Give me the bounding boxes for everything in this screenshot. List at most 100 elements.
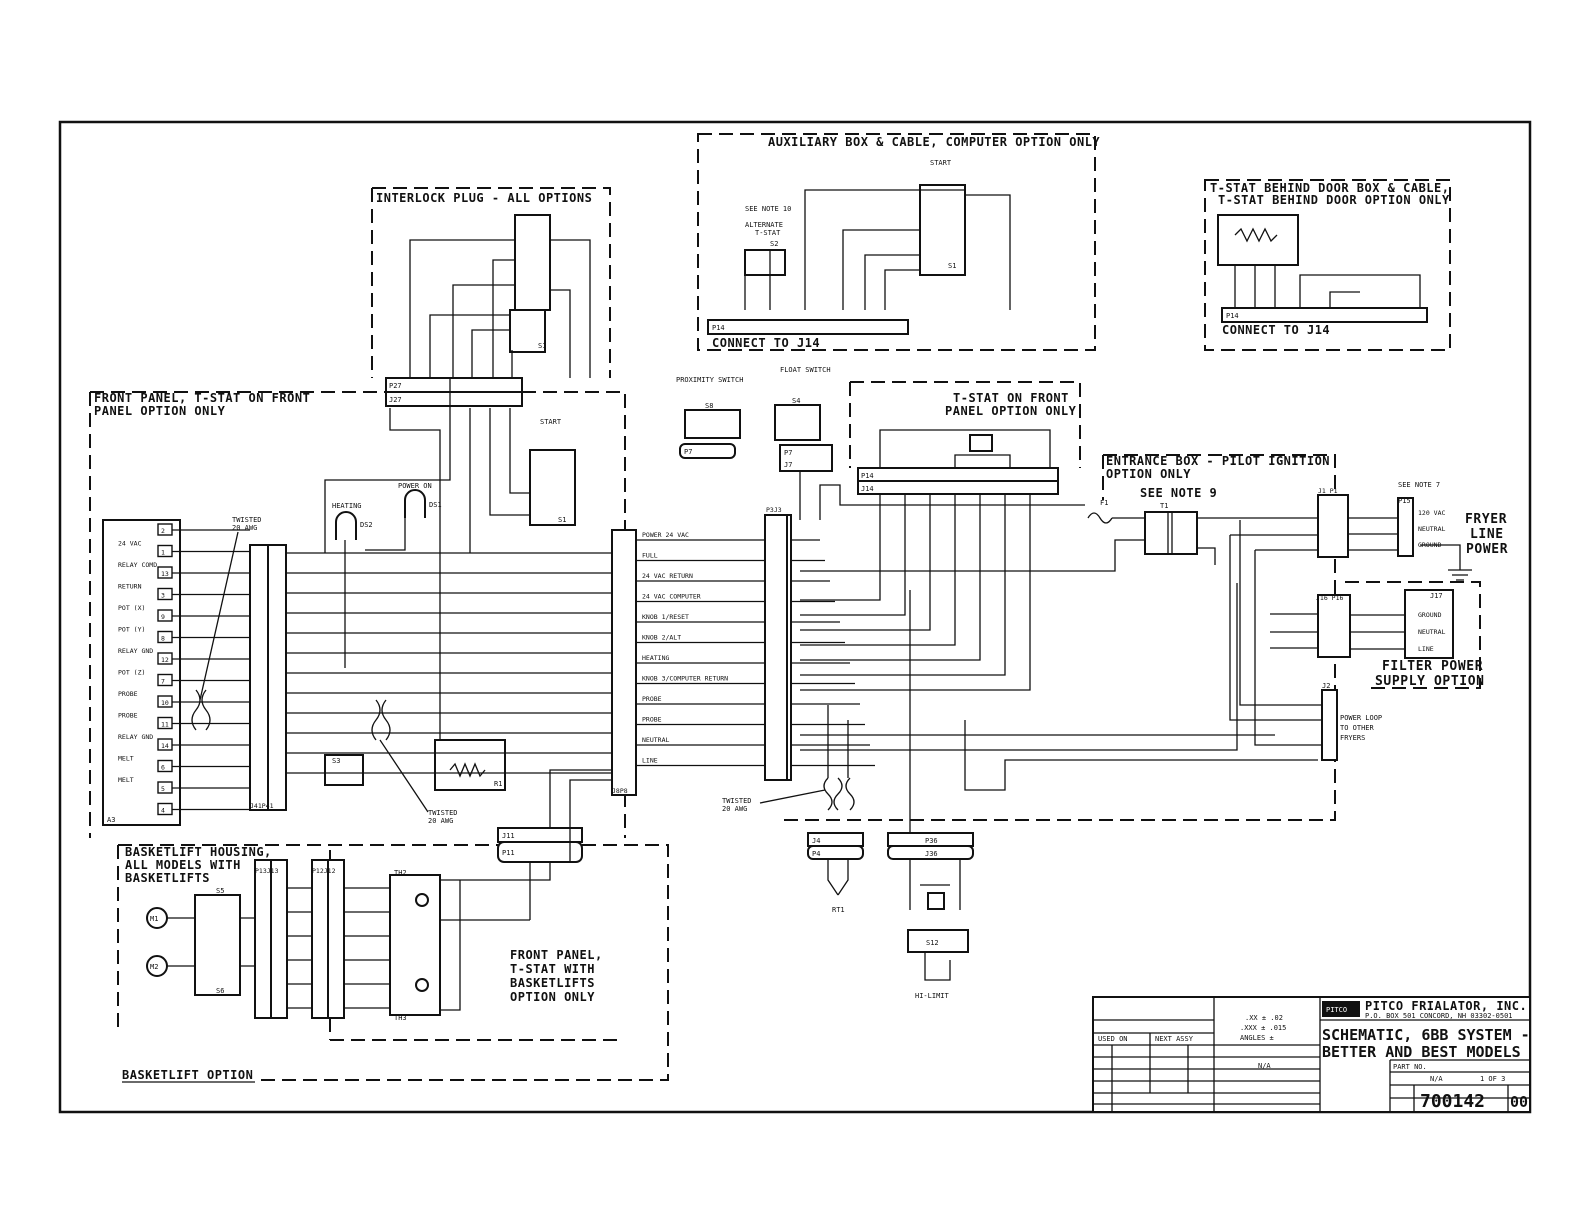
j8p8-label: J8P8 xyxy=(612,787,628,795)
twisted-label-2: TWISTED xyxy=(428,809,458,817)
a3-pin-label: PROBE xyxy=(118,690,138,698)
j8-signal-label: 24 VAC COMPUTER xyxy=(642,593,701,601)
fryer-power-3: POWER xyxy=(1466,542,1508,557)
company-address: P.O. BOX 501 CONCORD, NH 03302-0501 xyxy=(1365,1012,1513,1020)
a3-pin-number: 5 xyxy=(161,785,165,793)
power-loop-3: FRYERS xyxy=(1340,734,1365,742)
filter-power-label: LINE xyxy=(1418,645,1434,653)
j14-drop-wire xyxy=(800,494,956,646)
filter-power-1: FILTER POWER xyxy=(1382,659,1483,674)
alternate-label: ALTERNATE xyxy=(745,221,783,229)
twisted-label-3: TWISTED xyxy=(722,797,752,805)
th2-th3-timers xyxy=(389,874,441,1016)
interlock-plug: INTERLOCK PLUG - ALL OPTIONS S1 P27 J27 xyxy=(371,187,611,407)
rt1-label: RT1 xyxy=(832,906,845,914)
th2-label: TH2 xyxy=(394,869,407,877)
filter-power-label: GROUND xyxy=(1418,611,1442,619)
ds2-lamp xyxy=(335,511,357,540)
s4-label: S4 xyxy=(792,397,800,405)
j8-signal-label: HEATING xyxy=(642,654,669,662)
a3-pin-number: 14 xyxy=(161,742,169,750)
front-panel-title-1: FRONT PANEL, T-STAT ON FRONT xyxy=(94,391,310,405)
th3-motor xyxy=(415,978,429,992)
a3-pin-label: RELAY COMD xyxy=(118,561,157,569)
j16p16-connector xyxy=(1317,594,1351,658)
title-block: PITCO PITCO FRIALATOR, INC. P.O. BOX 501… xyxy=(1092,996,1531,1113)
a3-pin-number: 12 xyxy=(161,656,169,664)
power-loop-1: POWER LOOP xyxy=(1340,714,1382,722)
part-no-label: PART NO. xyxy=(1393,1063,1427,1071)
j13-connector xyxy=(270,859,288,1019)
s12-label: S12 xyxy=(926,939,939,947)
fp-wire xyxy=(509,408,530,494)
filter-wire xyxy=(1270,613,1318,649)
j8p8-connector xyxy=(611,529,637,796)
p27-connector xyxy=(385,377,523,393)
company-logo-text: PITCO xyxy=(1326,1006,1347,1014)
j14-drop-wire xyxy=(800,494,881,601)
door-p14-label: P14 xyxy=(1226,312,1239,320)
fp-wire xyxy=(365,518,406,551)
twisted-awg-2: 20 AWG xyxy=(428,817,453,825)
ds1-label: DS1 xyxy=(429,501,442,509)
m1-label: M1 xyxy=(150,915,158,923)
th3-label: TH3 xyxy=(394,1014,407,1022)
drawing-border xyxy=(58,120,1532,1114)
a3-pin-label: PROBE xyxy=(118,712,138,720)
tstat-front-panel: T-STAT ON FRONT PANEL OPTION ONLY P14 J1… xyxy=(849,381,1081,495)
j14-drop-wire xyxy=(800,494,981,661)
bl-housing-title-3: BASKETLIFTS xyxy=(125,871,210,885)
s2-label: S2 xyxy=(770,240,778,248)
p7-j7-connector xyxy=(779,444,833,472)
entrance-box: ENTRANCE BOX - PILOT IGNITION OPTION ONL… xyxy=(780,454,1508,821)
r1-label: R1 xyxy=(494,780,502,788)
p13-connector xyxy=(254,859,272,1019)
j1p1-label: J1 P1 xyxy=(1318,487,1338,495)
basketlift-wires xyxy=(167,769,612,1011)
p15-connector xyxy=(1397,497,1414,557)
p3-up-wire xyxy=(819,484,1085,520)
j14-drop-wire xyxy=(800,494,931,631)
fp-bl-title-1: FRONT PANEL, xyxy=(510,948,603,962)
p3-connector xyxy=(764,514,788,781)
door-connect-j14: CONNECT TO J14 xyxy=(1222,323,1330,337)
fp-wire xyxy=(324,378,451,553)
fp-bl-title-4: OPTION ONLY xyxy=(510,990,595,1004)
a3-pin-number: 7 xyxy=(161,678,165,686)
t1-label: T1 xyxy=(1160,502,1168,510)
bl-housing-title-1: BASKETLIFT HOUSING, xyxy=(125,845,272,859)
j36-connector xyxy=(887,845,974,860)
next-assy-label: NEXT ASSY xyxy=(1155,1035,1194,1043)
fryer-power-2: LINE xyxy=(1470,527,1504,542)
loop-wire xyxy=(1239,520,1322,706)
mid-wires xyxy=(636,471,1318,833)
j1p1-connector xyxy=(1317,494,1349,558)
a3-pin-label: MELT xyxy=(118,755,134,763)
hi-limit-label: HI-LIMIT xyxy=(915,992,950,1000)
drawing-number: 700142 xyxy=(1420,1091,1485,1112)
revision: 00 xyxy=(1510,1093,1528,1111)
p27-label: P27 xyxy=(389,382,402,390)
hilimit-transformer xyxy=(927,892,945,910)
s5-label: S5 xyxy=(216,887,224,895)
a3-pin-number: 11 xyxy=(161,721,169,729)
entrance-title-1: ENTRANCE BOX - PILOT IGNITION xyxy=(1106,454,1330,468)
p3-line-wire xyxy=(800,583,1238,751)
j2-connector xyxy=(1321,689,1338,761)
twisted-awg-3: 20 AWG xyxy=(722,805,747,813)
j8-signal-label: KNOB 2/ALT xyxy=(642,634,681,642)
front-panel-wires xyxy=(286,378,612,774)
p14-label: P14 xyxy=(861,472,874,480)
s3-melt-switch xyxy=(324,754,364,786)
basketlift-option: BASKETLIFT HOUSING, ALL MODELS WITH BASK… xyxy=(117,769,669,1083)
j8-signal-label: FULL xyxy=(642,552,658,560)
s12-hilimit xyxy=(907,929,969,953)
j17-label: J17 xyxy=(1430,592,1443,600)
a3-pin-label: RELAY GND xyxy=(118,647,153,655)
aux-start-label: START xyxy=(930,159,952,167)
twisted-awg-1: 20 AWG xyxy=(232,524,257,532)
a3-pin-number: 10 xyxy=(161,699,169,707)
p4-label: P4 xyxy=(812,850,820,858)
